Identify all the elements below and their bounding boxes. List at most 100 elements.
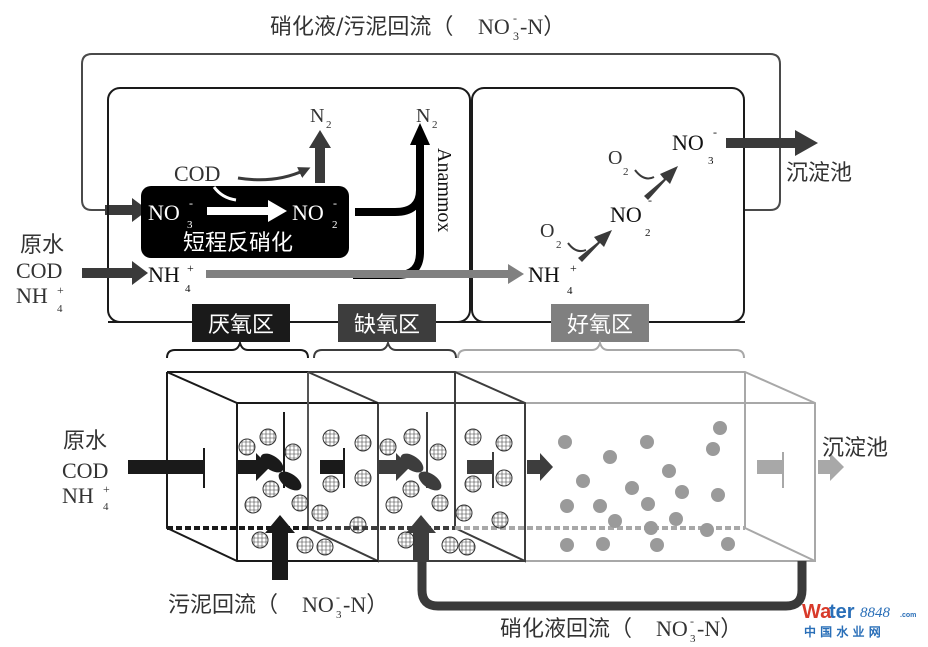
carrier-media xyxy=(311,504,329,522)
carrier-media xyxy=(322,429,340,447)
bottom-influent-ammonium-sup: + xyxy=(103,482,110,496)
short-denitrification-box xyxy=(141,186,349,258)
sludge-return-inflow-arrow xyxy=(265,515,295,580)
watermark-part1: Wa xyxy=(802,601,832,623)
sludge-floc xyxy=(558,435,572,449)
carrier-media xyxy=(495,469,513,487)
carrier-media xyxy=(354,469,372,487)
nitrified-return-inflow-arrow xyxy=(406,515,436,560)
sludge-return-sup: - xyxy=(336,590,340,604)
nitrified-return-suffix: -N） xyxy=(697,616,742,641)
aerobic-box xyxy=(471,87,745,323)
nitrified-return-sub: 3 xyxy=(690,633,696,645)
sludge-return-sub: 3 xyxy=(336,609,342,621)
carrier-media xyxy=(402,480,420,498)
sludge-floc xyxy=(560,499,574,513)
sludge-floc xyxy=(713,421,727,435)
flow-arrow-2 xyxy=(320,460,344,474)
watermark-part3: 8848 xyxy=(860,605,891,621)
cod-to-n2-curve xyxy=(237,167,311,182)
sludge-floc-group xyxy=(558,421,735,552)
nitrate-label-aerobic: NO xyxy=(672,130,704,155)
sludge-floc xyxy=(644,521,658,535)
bottom-influent-cod: COD xyxy=(62,458,108,483)
zone-badge-anaerobic xyxy=(192,304,290,342)
carrier-media xyxy=(349,516,367,534)
denitrification-arrow xyxy=(207,200,287,222)
carrier-media xyxy=(385,496,403,514)
nitrified-return-prefix: 硝化液回流（ xyxy=(500,617,632,642)
sludge-floc xyxy=(711,488,725,502)
carrier-media xyxy=(441,536,459,554)
ammonia-oxidation-arrow xyxy=(578,230,612,262)
watermark-logo: Wa ter 8848 .com 中 国 水 业 网 xyxy=(802,601,916,639)
carrier-media xyxy=(379,438,397,456)
influent-cod: COD xyxy=(16,258,62,283)
sludge-floc xyxy=(721,537,735,551)
carrier-media xyxy=(429,443,447,461)
sludge-return-suffix: -N） xyxy=(343,592,388,617)
nitrified-return-species: NO xyxy=(656,616,688,641)
recycle-title-species: NO xyxy=(478,14,510,39)
sludge-floc xyxy=(662,464,676,478)
ammonium-left-sup: + xyxy=(187,261,194,275)
carrier-media xyxy=(455,504,473,522)
carrier-media-group xyxy=(238,428,513,556)
influent-ammonium-sub: 4 xyxy=(57,303,63,315)
anammox-label: Anammox xyxy=(433,148,455,232)
ammonium-right-sub: 4 xyxy=(567,285,573,297)
sludge-floc xyxy=(675,485,689,499)
anammox-nitrite-path xyxy=(355,138,424,216)
carrier-media xyxy=(464,428,482,446)
n2-sub-left: 2 xyxy=(326,119,332,131)
carrier-media xyxy=(284,443,302,461)
sludge-floc xyxy=(560,538,574,552)
bottom-influent-ammonium-sub: 4 xyxy=(103,501,109,513)
influent-flow-arrow xyxy=(128,460,204,474)
ammonium-label-left: NH xyxy=(148,262,180,287)
nitrate-aerobic-sup: - xyxy=(713,125,717,139)
oxygen-sub-1: 2 xyxy=(556,239,562,251)
sludge-floc xyxy=(669,512,683,526)
nitrate-sup: - xyxy=(189,196,193,210)
carrier-media xyxy=(458,538,476,556)
sludge-floc xyxy=(593,499,607,513)
n2-label-right: N xyxy=(416,105,430,127)
cod-label: COD xyxy=(174,161,220,186)
mixer-propeller-1 xyxy=(260,453,302,491)
bottom-influent-raw-water: 原水 xyxy=(63,429,107,454)
influent-raw-water: 原水 xyxy=(20,233,64,258)
watermark-part2: ter xyxy=(829,601,855,623)
flow-arrow-4 xyxy=(467,460,493,474)
sludge-floc xyxy=(608,514,622,528)
sludge-floc xyxy=(700,523,714,537)
zone-label-aerobic: 好氧区 xyxy=(567,313,633,338)
carrier-media xyxy=(322,475,340,493)
oxygen-curve-1 xyxy=(567,242,587,253)
recycle-title: 硝化液/污泥回流（ NO 3 - -N） xyxy=(270,11,565,43)
ammonium-left-sub: 4 xyxy=(185,283,191,295)
carrier-media xyxy=(251,531,269,549)
sludge-floc xyxy=(603,450,617,464)
n2-label-left: N xyxy=(310,105,324,127)
nitrite-label: NO xyxy=(292,200,324,225)
sludge-return-label: 污泥回流（ NO 3 - -N） xyxy=(168,590,388,621)
brace-anoxic xyxy=(313,339,457,359)
n2-sub-right: 2 xyxy=(432,119,438,131)
carrier-media xyxy=(464,475,482,493)
carrier-media xyxy=(397,531,415,549)
brace-anaerobic xyxy=(166,339,309,359)
carrier-media xyxy=(354,434,372,452)
oxygen-label-2: O xyxy=(608,147,622,169)
zone-label-anaerobic: 厌氧区 xyxy=(208,313,274,338)
carrier-media xyxy=(431,494,449,512)
cod-to-denitrification-curve xyxy=(212,186,237,202)
carrier-media xyxy=(495,434,513,452)
zone-badge-aerobic xyxy=(551,304,649,342)
ammonium-right-sup: + xyxy=(570,261,577,275)
flow-arrow-6 xyxy=(757,460,783,474)
oxygen-sub-2: 2 xyxy=(623,166,629,178)
ammonium-transfer-arrow xyxy=(206,264,524,284)
nitrite-sub: 2 xyxy=(332,219,338,231)
nitrate-aerobic-sub: 3 xyxy=(708,155,714,167)
